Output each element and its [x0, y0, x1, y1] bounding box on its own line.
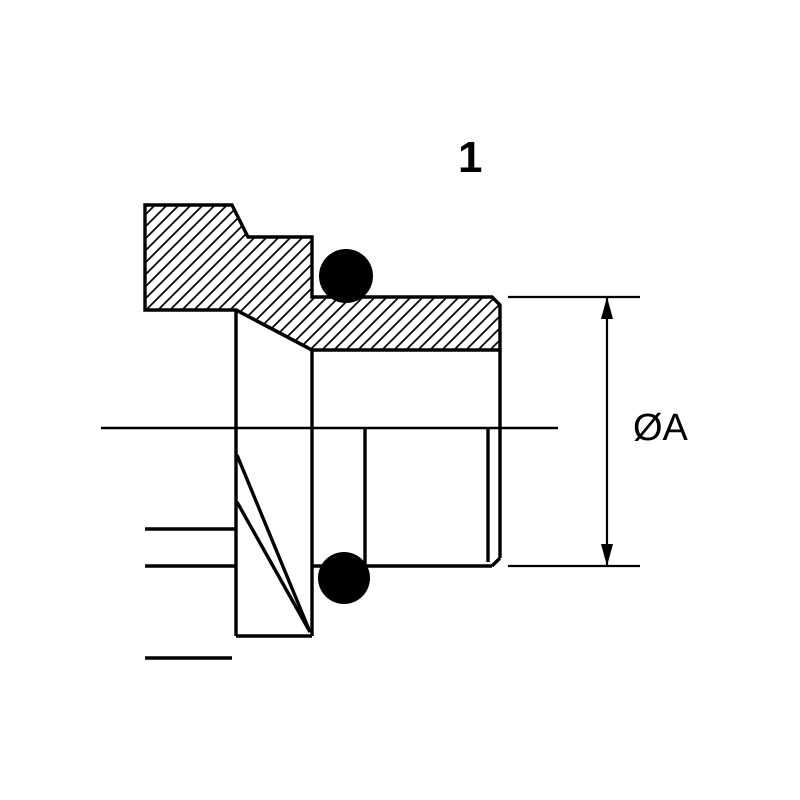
- nut-body-outline: [234, 308, 314, 638]
- o-ring-top-section: [319, 249, 373, 303]
- dimension-arrow-up-icon: [601, 297, 613, 319]
- cone-edge-line-upper: [235, 454, 312, 633]
- cone-edge-line-lower: [235, 501, 312, 633]
- threaded-stud-outline: [312, 350, 502, 568]
- dimension-arrow-down-icon: [601, 544, 613, 566]
- port-bore-lines: [145, 527, 236, 660]
- dimension-label: ØA: [633, 407, 689, 449]
- figure-number: 1: [458, 133, 482, 182]
- fitting-body-section-hatched: [143, 203, 502, 352]
- dimension-a: ØA: [508, 295, 689, 568]
- o-ring-bottom-section: [318, 552, 370, 604]
